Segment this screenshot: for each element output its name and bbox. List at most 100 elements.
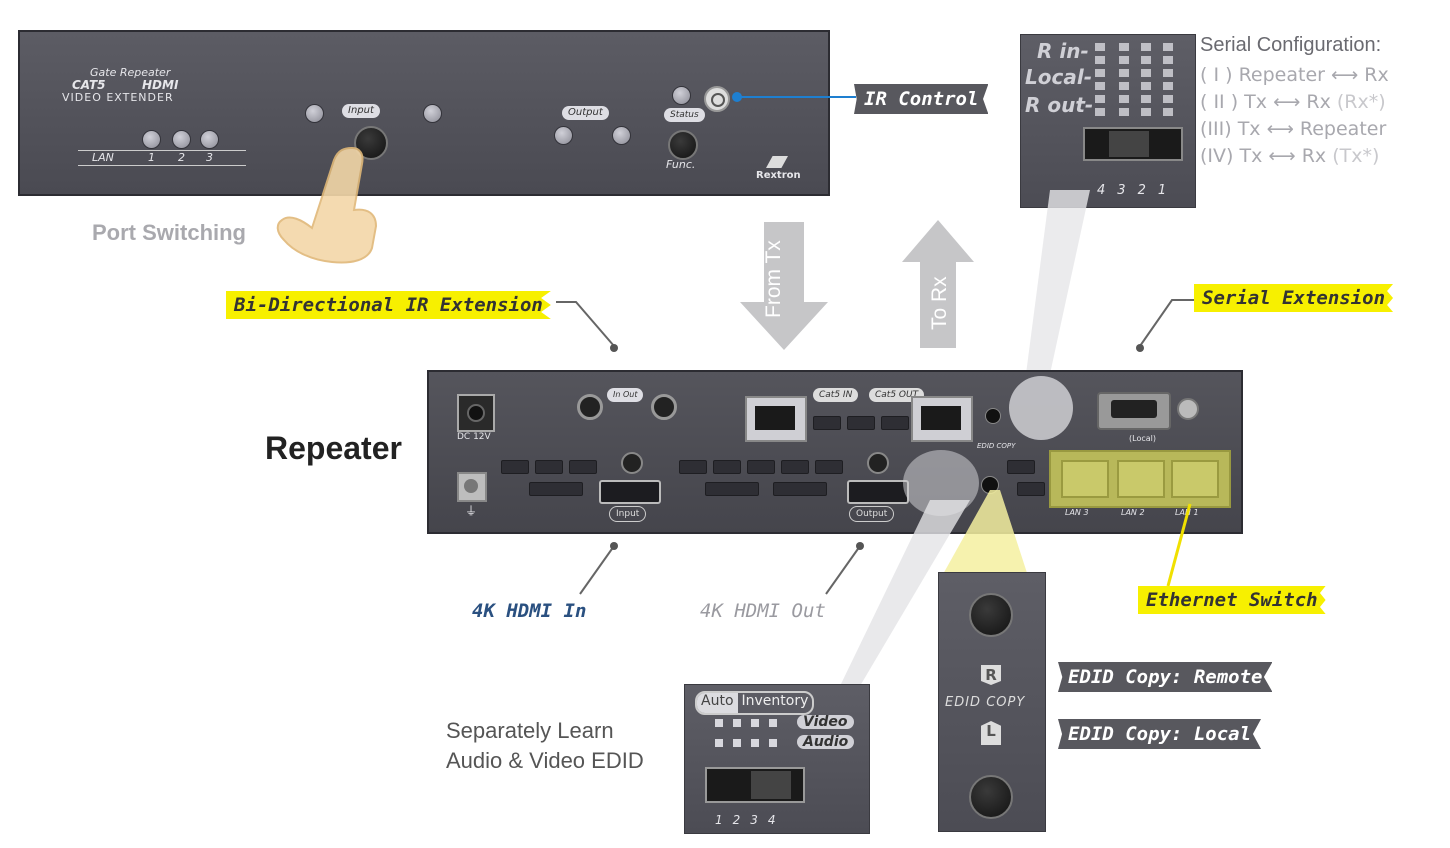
- audio-label: Audio: [797, 735, 855, 749]
- learn-line2: Audio & Video EDID: [446, 748, 644, 773]
- from-tx-arrow-icon: [740, 222, 828, 350]
- vent-slot: [815, 460, 843, 474]
- edid-dip-switch[interactable]: [705, 767, 805, 803]
- inventory-label: Inventory: [741, 693, 809, 709]
- brand-line3: VIDEO EXTENDER: [62, 91, 174, 104]
- ir-control-dot: [732, 92, 742, 102]
- serial-dip-zoom: R in- Local- R out- 4321: [1020, 34, 1196, 208]
- edid-copy-small-label: EDID COPY: [977, 442, 1016, 450]
- lan3-label: LAN 3: [1065, 508, 1089, 517]
- double-arrow-icon: ⟷: [1331, 64, 1359, 86]
- double-arrow-icon: ⟷: [1273, 91, 1301, 113]
- serial-dip-switch[interactable]: [1083, 127, 1183, 161]
- lan-label-3: 3: [206, 151, 213, 164]
- vent-slot: [1007, 460, 1035, 474]
- auto-label: Auto: [697, 693, 738, 713]
- ir-in-jack[interactable]: [577, 394, 603, 420]
- to-rx-arrow-icon: [902, 220, 974, 348]
- vent-slot: [1017, 482, 1045, 496]
- to-rx-label: To Rx: [928, 276, 951, 330]
- vent-slot: [705, 482, 759, 496]
- hdmi-out-label: Output: [849, 506, 895, 522]
- serial-extension-tag: Serial Extension: [1194, 284, 1394, 312]
- rear-panel-device: DC 12V ⏚ In Out Cat5 IN Cat5 OUT EDID CO…: [427, 370, 1243, 534]
- brand-line2a: CAT5: [72, 78, 106, 92]
- vent-slot: [747, 460, 775, 474]
- ground-icon: ⏚: [465, 504, 478, 518]
- serial-led-col-2: [1141, 43, 1151, 119]
- rs232-screw: [1177, 398, 1199, 420]
- serial-led-col-1: [1163, 43, 1173, 119]
- audio-led-row: [715, 739, 785, 747]
- ethernet-switch-block: [1049, 450, 1231, 508]
- video-led-row: [715, 719, 785, 727]
- hdmi-in-leader-line: [579, 542, 618, 595]
- edid-copy-label: EDID COPY: [945, 695, 1026, 710]
- lan2-label: LAN 2: [1121, 508, 1145, 517]
- bi-directional-ir-tag: Bi-Directional IR Extension: [226, 291, 551, 319]
- rextron-logo-icon: [766, 156, 788, 168]
- edid-dip-beam: [840, 500, 970, 686]
- vent-slot: [713, 460, 741, 474]
- lan-led-3: [200, 130, 219, 149]
- hdmi-in-label: Input: [609, 506, 647, 522]
- vent-slot: [773, 482, 827, 496]
- double-arrow-icon: ⟷: [1268, 145, 1296, 167]
- edid-remote-button[interactable]: [969, 593, 1013, 637]
- lan-label-2: 2: [178, 151, 185, 164]
- hdmi-in-screw: [621, 452, 643, 474]
- func-button[interactable]: [668, 130, 698, 160]
- serial-zoom-beam: [1020, 190, 1090, 420]
- cat5-out-port[interactable]: [911, 396, 973, 442]
- brand-line2b: HDMI: [142, 78, 179, 92]
- status-label: Status: [664, 108, 705, 122]
- serial-mode-3-b: Repeater: [1299, 118, 1387, 140]
- serial-mode-4-extra: (Tx*): [1332, 145, 1380, 167]
- status-led: [672, 86, 691, 105]
- serial-mode-2-extra: (Rx*): [1336, 91, 1386, 113]
- cat5-out-label: Cat5 OUT: [869, 388, 925, 402]
- serial-led-col-3: [1119, 43, 1129, 119]
- serial-mode-4-b: Rx: [1301, 145, 1327, 167]
- serial-config-title: Serial Configuration:: [1200, 34, 1382, 56]
- edid-dip-num-3: 3: [750, 813, 768, 827]
- rs232-port[interactable]: [1097, 392, 1171, 430]
- serial-dip-num-4: 4: [1097, 183, 1118, 198]
- dc-jack[interactable]: [457, 394, 495, 432]
- ir-out-jack[interactable]: [651, 394, 677, 420]
- lan-label-strip: LAN 1 2 3: [78, 150, 246, 166]
- port-switching-label: Port Switching: [92, 220, 246, 245]
- rs232-label: (Local): [1129, 434, 1156, 443]
- serial-dip-numbers: 4321: [1097, 183, 1178, 198]
- edid-local-tag: EDID Copy: Local: [1058, 719, 1262, 749]
- front-panel-device: Gate Repeater CAT5 HDMI VIDEO EXTENDER L…: [18, 30, 830, 196]
- func-label: Func.: [666, 158, 696, 171]
- ground-terminal[interactable]: [457, 472, 487, 502]
- input-pill: Input: [342, 104, 380, 118]
- cat5-in-port[interactable]: [745, 396, 807, 442]
- serial-dip-num-2: 2: [1137, 183, 1158, 198]
- double-arrow-icon: ⟷: [1266, 118, 1294, 140]
- serial-mode-3-num: (III): [1200, 118, 1232, 140]
- edid-dip-zoom: Auto Inventory Video Audio 1234: [684, 684, 870, 834]
- l-mark-icon: L: [981, 721, 1001, 745]
- serial-row-rout: R out-: [1025, 93, 1094, 117]
- vent-slot: [881, 416, 909, 430]
- serial-mode-4: (IV) Tx ⟷ Rx (Tx*): [1200, 143, 1379, 170]
- lan2-port[interactable]: [1117, 460, 1165, 498]
- vent-slot: [501, 460, 529, 474]
- lan1-port[interactable]: [1171, 460, 1219, 498]
- vent-slot: [847, 416, 875, 430]
- lan3-port[interactable]: [1061, 460, 1109, 498]
- serial-mode-1-a: Repeater: [1238, 64, 1325, 86]
- serial-mode-1-num: ( I ): [1200, 64, 1233, 86]
- serial-mode-3: (III) Tx ⟷ Repeater: [1200, 116, 1386, 143]
- vent-slot: [813, 416, 841, 430]
- edid-local-button[interactable]: [969, 775, 1013, 819]
- vent-slot: [781, 460, 809, 474]
- serial-dip-highlight: [1009, 376, 1073, 440]
- serial-row-rin: R in-: [1037, 39, 1089, 63]
- edid-copy-zoom: R EDID COPY L: [938, 572, 1046, 832]
- hdmi-in-port[interactable]: [599, 480, 661, 504]
- serial-led-col-4: [1095, 43, 1105, 119]
